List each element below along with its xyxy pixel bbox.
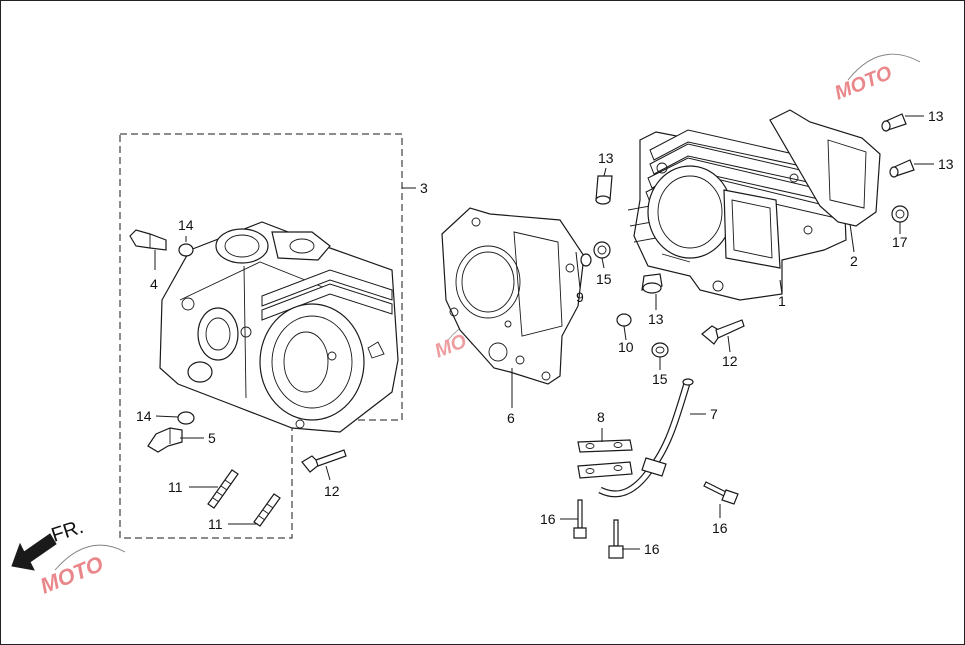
part-11-stud-upper [207,469,239,509]
callout-16-a: 16 [540,511,556,527]
cylinder-base-gasket [769,109,881,227]
callout-14-bottom: 14 [136,408,152,424]
watermark-top-right: MOTO [832,53,921,105]
part-13-dowel-a [595,175,613,205]
callout-5: 5 [208,430,216,446]
callout-16-c: 16 [712,520,728,536]
part-15-washer-top [593,241,611,259]
part-5-fitting [147,427,183,453]
callout-15-bottom: 15 [652,371,668,387]
callout-8: 8 [597,409,605,425]
callout-3: 3 [420,180,428,196]
watermark-bottom-left: MOTO [37,544,126,599]
callout-17: 17 [892,234,908,250]
callout-10: 10 [618,339,634,355]
callout-7: 7 [710,406,718,422]
part-15-washer-bottom [651,342,669,358]
svg-text:MOTO: MOTO [37,551,107,599]
callout-1: 1 [778,293,786,309]
svg-text:MOTO: MOTO [832,62,896,105]
part-13-dowel-d [889,159,915,178]
part-12-bolt-left [301,449,347,473]
part-14-oring-bottom [177,411,195,425]
part-17-washer [891,205,909,223]
part-11-stud-lower [253,493,281,527]
callout-15-top: 15 [596,271,612,287]
callout-11-upper: 11 [168,479,183,495]
cylinder [627,129,847,301]
part-13-dowel-c [881,113,907,132]
callout-4: 4 [150,276,158,292]
oil-pipe [598,378,694,498]
front-label: FR. [49,516,86,547]
part-10-plug [616,313,632,327]
callout-12-right: 12 [722,353,738,369]
leader-lines [154,115,934,550]
callout-16-b: 16 [644,541,660,557]
part-16-bolt-b [608,519,624,559]
part-8-bracket-lower [577,461,633,479]
part-9-plug [580,253,592,267]
callout-13-d: 13 [938,156,954,172]
part-4-fitting [129,229,167,251]
callout-11-lower: 11 [208,516,223,532]
callout-6: 6 [507,410,515,426]
callout-13-b: 13 [648,311,664,327]
part-16-bolt-a [573,499,587,539]
front-arrow-icon [11,533,57,571]
callout-13-a: 13 [598,150,614,166]
callout-13-c: 13 [928,108,944,124]
part-16-bolt-c [703,481,739,505]
cylinder-head [159,221,399,433]
callout-9: 9 [576,289,584,305]
callout-12-left: 12 [324,483,340,499]
part-12-bolt-right [701,319,745,345]
cylinder-head-gasket [441,207,585,385]
callout-14-top: 14 [178,217,194,233]
callout-2: 2 [850,253,858,269]
part-8-bracket-upper [577,439,633,453]
callout-labels: 3 4 14 14 5 11 11 12 6 9 15 13 13 10 15 … [136,108,954,557]
part-14-oring-top [178,243,194,257]
part-13-dowel-b [641,273,663,294]
